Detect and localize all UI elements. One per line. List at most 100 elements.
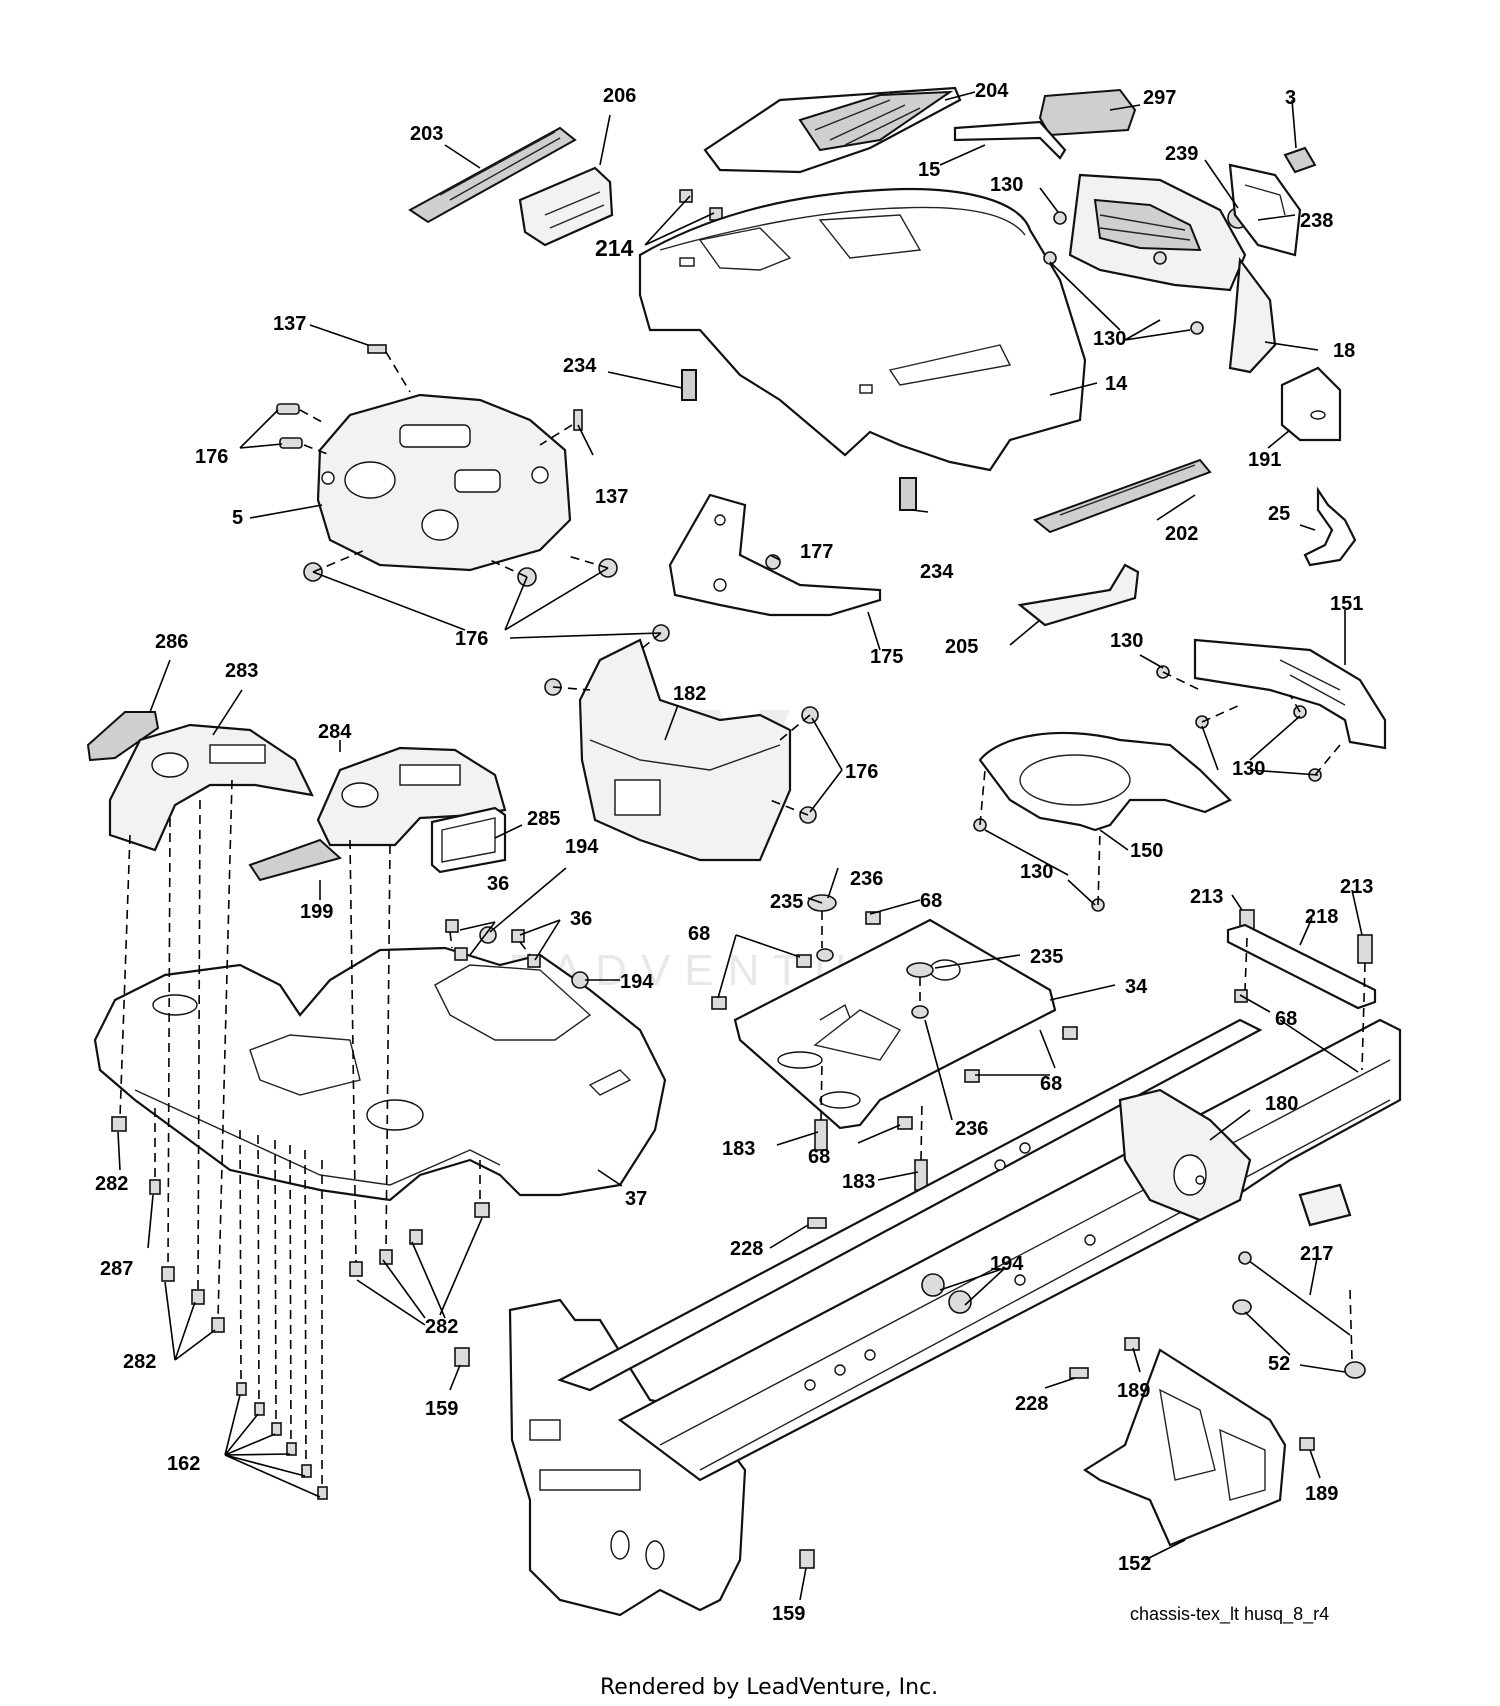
- callout-235b: 235: [1030, 946, 1063, 968]
- callout-199: 199: [300, 901, 333, 923]
- callout-68d: 68: [1040, 1073, 1062, 1095]
- bolts-36[interactable]: [445, 919, 541, 968]
- callout-236b: 236: [955, 1118, 988, 1140]
- bolts-159[interactable]: [454, 1347, 815, 1569]
- callout-18: 18: [1333, 340, 1355, 362]
- callout-34: 34: [1125, 976, 1148, 998]
- part-175[interactable]: [668, 493, 882, 617]
- callout-36a: 36: [487, 873, 509, 895]
- callout-283: 283: [225, 660, 258, 682]
- part-203[interactable]: [408, 126, 577, 224]
- part-152[interactable]: [1082, 1348, 1287, 1547]
- callout-130b: 130: [1093, 328, 1126, 350]
- part-5-dash-panel[interactable]: [316, 393, 572, 572]
- callout-137b: 137: [595, 486, 628, 508]
- callout-203: 203: [410, 123, 443, 145]
- part-234a[interactable]: [681, 369, 697, 401]
- part-297[interactable]: [1038, 88, 1137, 137]
- callout-14: 14: [1105, 373, 1128, 395]
- callout-284: 284: [318, 721, 352, 743]
- callout-213b: 213: [1340, 876, 1373, 898]
- part-286[interactable]: [86, 711, 160, 762]
- callout-130c: 130: [1110, 630, 1143, 652]
- callout-159a: 159: [425, 1398, 458, 1420]
- part-18[interactable]: [1228, 257, 1277, 374]
- part-234b[interactable]: [899, 477, 917, 511]
- callout-130d: 130: [1232, 758, 1265, 780]
- callout-239: 239: [1165, 143, 1198, 165]
- callout-236a: 236: [850, 868, 883, 890]
- callout-137a: 137: [273, 313, 306, 335]
- part-199[interactable]: [248, 838, 343, 882]
- nuts-194-frame[interactable]: [921, 1273, 972, 1314]
- callout-194b: 194: [620, 971, 654, 993]
- screws-130-grille[interactable]: [1043, 211, 1204, 335]
- callout-297: 297: [1143, 87, 1176, 109]
- part-191[interactable]: [1280, 366, 1342, 442]
- part-150[interactable]: [978, 731, 1232, 832]
- callout-3: 3: [1285, 87, 1296, 109]
- callout-36b: 36: [570, 908, 592, 930]
- callout-217: 217: [1300, 1243, 1333, 1265]
- part-25[interactable]: [1303, 486, 1357, 567]
- callout-234b: 234: [920, 561, 954, 583]
- callout-37: 37: [625, 1188, 647, 1210]
- part-287[interactable]: [149, 1179, 161, 1195]
- callout-130e: 130: [1020, 861, 1053, 883]
- callout-183a: 183: [722, 1138, 755, 1160]
- part-283[interactable]: [108, 723, 314, 852]
- leader-lines: [117, 91, 1363, 1601]
- bolts-228[interactable]: [807, 1217, 1089, 1379]
- part-217-rod[interactable]: [1238, 1251, 1351, 1336]
- callout-176b: 176: [455, 628, 488, 650]
- callout-228a: 228: [730, 1238, 763, 1260]
- callout-189b: 189: [1305, 1483, 1338, 1505]
- part-37-fender[interactable]: [93, 946, 667, 1202]
- screws-162[interactable]: [236, 1382, 328, 1500]
- part-238[interactable]: [1228, 163, 1302, 257]
- part-205[interactable]: [1017, 563, 1140, 627]
- bolts-183[interactable]: [814, 1119, 928, 1191]
- part-204[interactable]: [703, 86, 962, 174]
- callout-175: 175: [870, 646, 903, 668]
- callout-176a: 176: [195, 446, 228, 468]
- dashed-assembly-lines: [119, 351, 1366, 1487]
- callout-68c: 68: [1275, 1008, 1297, 1030]
- rendered-by-footer: Rendered by LeadVenture, Inc.: [600, 1675, 938, 1700]
- part-137-studs[interactable]: [367, 344, 583, 431]
- callout-282a: 282: [95, 1173, 128, 1195]
- part-182[interactable]: [578, 638, 792, 862]
- callout-191: 191: [1248, 449, 1281, 471]
- part-202[interactable]: [1032, 458, 1212, 534]
- callout-205: 205: [945, 636, 978, 658]
- part-grille-housing[interactable]: [1068, 173, 1247, 292]
- parts-52[interactable]: [1232, 1299, 1366, 1379]
- callout-130a: 130: [990, 174, 1023, 196]
- callout-152: 152: [1118, 1553, 1151, 1575]
- callout-282b: 282: [425, 1316, 458, 1338]
- callout-183b: 183: [842, 1171, 875, 1193]
- frame-assembly[interactable]: [508, 1018, 1402, 1617]
- callout-287: 287: [100, 1258, 133, 1280]
- part-285[interactable]: [430, 806, 507, 874]
- part-214-clips[interactable]: [679, 189, 723, 221]
- callout-194c: 194: [990, 1253, 1024, 1275]
- part-206[interactable]: [518, 166, 614, 247]
- diagram-reference-code: chassis-tex_lt husq_8_r4: [1130, 1604, 1329, 1625]
- bolts-189[interactable]: [1124, 1337, 1315, 1451]
- part-15[interactable]: [953, 120, 1067, 160]
- callout-228b: 228: [1015, 1393, 1048, 1415]
- callout-235a: 235: [770, 891, 803, 913]
- callout-202: 202: [1165, 523, 1198, 545]
- part-14-hood[interactable]: [638, 187, 1087, 472]
- part-218[interactable]: [1226, 923, 1377, 1010]
- part-3[interactable]: [1283, 146, 1317, 174]
- part-284[interactable]: [316, 746, 507, 847]
- callout-150: 150: [1130, 840, 1163, 862]
- callout-213a: 213: [1190, 886, 1223, 908]
- callout-285: 285: [527, 808, 560, 830]
- callout-238: 238: [1300, 210, 1333, 232]
- callout-15: 15: [918, 159, 940, 181]
- callout-214: 214: [595, 235, 634, 261]
- part-151[interactable]: [1193, 638, 1387, 750]
